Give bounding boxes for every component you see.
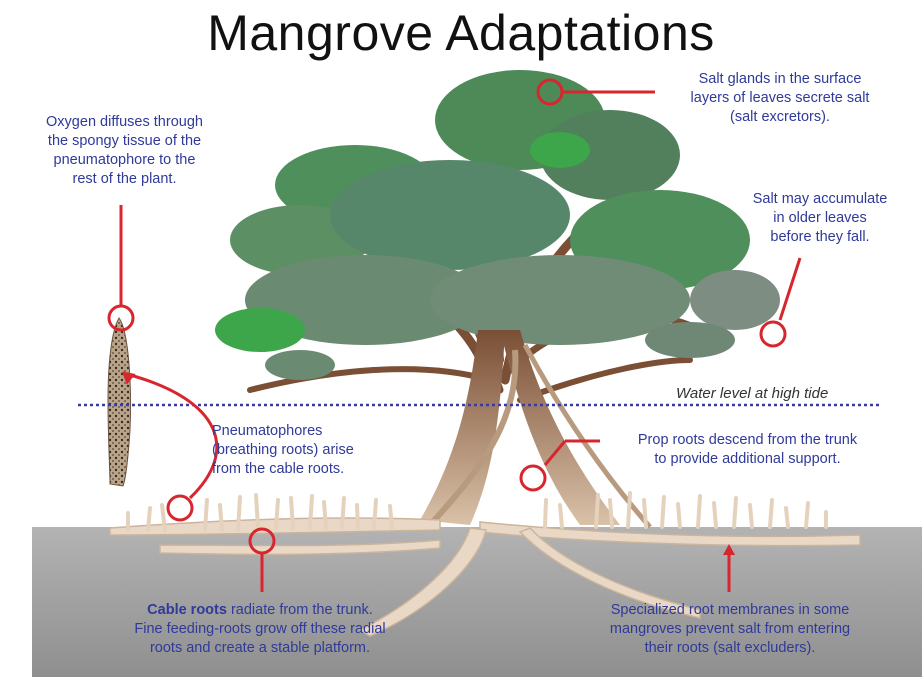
membranes-line-1: Specialized root membranes in some: [610, 602, 850, 618]
cable-roots-line-3: roots and create a stable platform.: [149, 640, 371, 656]
callout-line-salt-accumulate: [778, 257, 802, 321]
cable-roots-line-1-rest: radiate from the trunk.: [226, 602, 373, 618]
salt-glands-note: Salt glands in the surface layers of lea…: [655, 70, 905, 127]
cable-roots-note: Cable roots radiate from the trunk. Fine…: [95, 601, 425, 658]
arrowheads: [121, 371, 735, 555]
tree-canopy: [215, 70, 780, 380]
salt-glands-line-3: (salt excretors).: [730, 109, 830, 125]
callouts: [107, 78, 802, 592]
tree-trunk: [420, 330, 652, 529]
cable-roots-line-2: Fine feeding-roots grow off these radial: [134, 621, 386, 637]
oxygen-note-line-3: pneumatophore to the: [53, 152, 196, 168]
salt-glands-line-2: layers of leaves secrete salt: [690, 90, 870, 106]
callout-arrow-pneumatophore: [129, 373, 219, 500]
callout-circle-salt-glands: [536, 78, 564, 106]
cable-roots-term: Cable roots: [147, 602, 227, 618]
pneumatophores-line-3: from the cable roots.: [212, 461, 345, 477]
salt-accumulate-line-2: in older leaves: [773, 210, 867, 226]
oxygen-diffusion-note: Oxygen diffuses through the spongy tissu…: [12, 113, 237, 189]
cable-roots-line-1: Cable roots radiate from the trunk.: [95, 601, 425, 620]
callout-circle-oxygen: [107, 304, 135, 332]
pneumatophore-spikes: [126, 491, 828, 532]
prop-roots-line-2: to provide additional support.: [654, 451, 841, 467]
salt-accumulate-note: Salt may accumulate in older leaves befo…: [725, 190, 915, 247]
pneumatophores-note: Pneumatophores (breathing roots) arise f…: [212, 422, 422, 479]
membranes-line-3: their roots (salt excluders).: [644, 640, 816, 656]
membranes-line-2: mangroves prevent salt from entering: [609, 621, 851, 637]
callout-circle-prop-roots: [519, 464, 547, 492]
oxygen-note-line-1: Oxygen diffuses through: [46, 114, 203, 130]
salt-accumulate-line-3: before they fall.: [770, 229, 870, 245]
oxygen-note-line-4: rest of the plant.: [72, 171, 177, 187]
pneumatophores-line-2: (breathing roots) arise: [212, 442, 354, 458]
pneumatophores-line-1: Pneumatophores: [212, 423, 323, 439]
root-membranes-note: Specialized root membranes in some mangr…: [565, 601, 895, 658]
salt-accumulate-line-1: Salt may accumulate: [752, 191, 888, 207]
salt-glands-line-1: Salt glands in the surface: [698, 71, 862, 87]
pneumatophore-closeup: [107, 317, 132, 487]
water-level-label: Water level at high tide: [676, 385, 829, 402]
oxygen-note-line-2: the spongy tissue of the: [47, 133, 202, 149]
callout-circle-salt-accumulate: [759, 320, 787, 348]
prop-roots-line-1: Prop roots descend from the trunk: [637, 432, 858, 448]
prop-roots-note: Prop roots descend from the trunk to pro…: [595, 431, 900, 469]
callout-circle-pneumatophore-base: [166, 494, 194, 522]
diagram-title: Mangrove Adaptations: [207, 5, 715, 61]
